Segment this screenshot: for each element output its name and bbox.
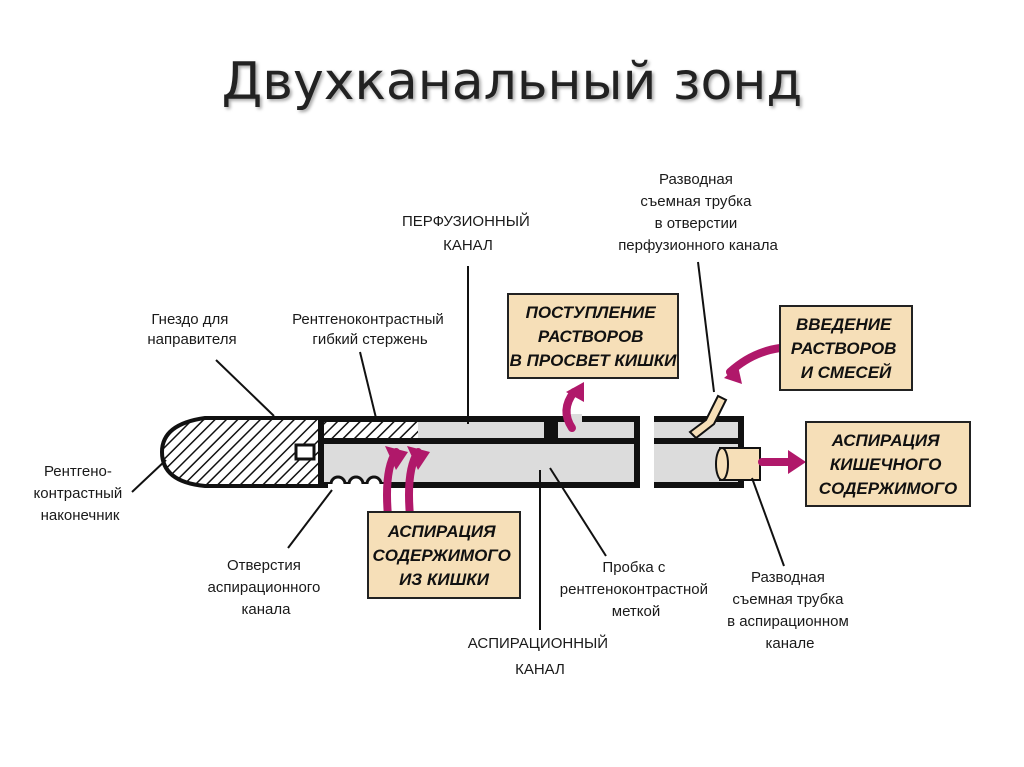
svg-text:АСПИРАЦИЯ СОДЕРЖИМОГО: АСПИРАЦИЯ СОДЕРЖИМОГО ИЗ КИШКИ <box>372 522 515 589</box>
probe-body-right <box>648 394 761 492</box>
label-aspiration-channel: АСПИРАЦИОННЫЙ КАНАЛ <box>468 634 613 678</box>
page-title: Двухканальный зонд <box>221 52 803 112</box>
svg-text:ВВЕДЕНИЕ РАСТВОРОВ: ВВЕДЕНИЕ РАСТВОРОВ И СМЕСЕЙ <box>791 315 901 382</box>
inflow-arrow <box>562 388 578 432</box>
label-aspiration-tube: Разводная съемная трубка в аспирационном… <box>727 569 853 652</box>
perfusion-tube-insert <box>688 394 728 440</box>
label-xray-rod: Рентгеноконтрастный гибкий стержень <box>292 311 448 348</box>
box-inflow: ПОСТУПЛЕНИЕ РАСТВОРОВ В ПРОСВЕТ КИШКИ <box>507 293 679 379</box>
xray-tip <box>159 416 322 488</box>
label-aspiration-holes: Отверстия аспирационного канала <box>208 557 325 618</box>
plug <box>544 421 558 439</box>
label-guide-socket: Гнездо для направителя <box>147 311 236 348</box>
injection-arrow <box>726 344 784 376</box>
label-plug: Пробка с рентгеноконтрастной меткой <box>560 559 712 620</box>
label-perfusion-channel: ПЕРФУЗИОННЫЙ КАНАЛ <box>402 212 534 254</box>
label-xray-tip: Рентгено- контрастный наконечник <box>34 463 127 524</box>
box-aspiration-in: АСПИРАЦИЯ СОДЕРЖИМОГО ИЗ КИШКИ <box>367 511 521 599</box>
leader-lines <box>131 261 785 630</box>
xray-rod <box>324 422 418 438</box>
svg-text:АСПИРАЦИЯ КИШЕЧНОГО: АСПИРАЦИЯ КИШЕЧНОГО СОДЕРЖИМОГО <box>819 431 957 498</box>
aspiration-holes <box>328 475 384 494</box>
guide-socket-hole <box>294 443 316 461</box>
box-injection: ВВЕДЕНИЕ РАСТВОРОВ И СМЕСЕЙ <box>779 305 913 391</box>
label-perfusion-tube: Разводная съемная трубка в отверстии пер… <box>618 171 778 254</box>
probe-body-left <box>159 414 640 494</box>
box-aspiration-out: АСПИРАЦИЯ КИШЕЧНОГО СОДЕРЖИМОГО <box>805 421 971 507</box>
arrow-heads <box>385 366 806 474</box>
svg-text:ПОСТУПЛЕНИЕ РАСТВОРОВ: ПОСТУПЛЕНИЕ РАСТВОРОВ В ПРОСВЕТ КИШКИ <box>510 303 678 370</box>
